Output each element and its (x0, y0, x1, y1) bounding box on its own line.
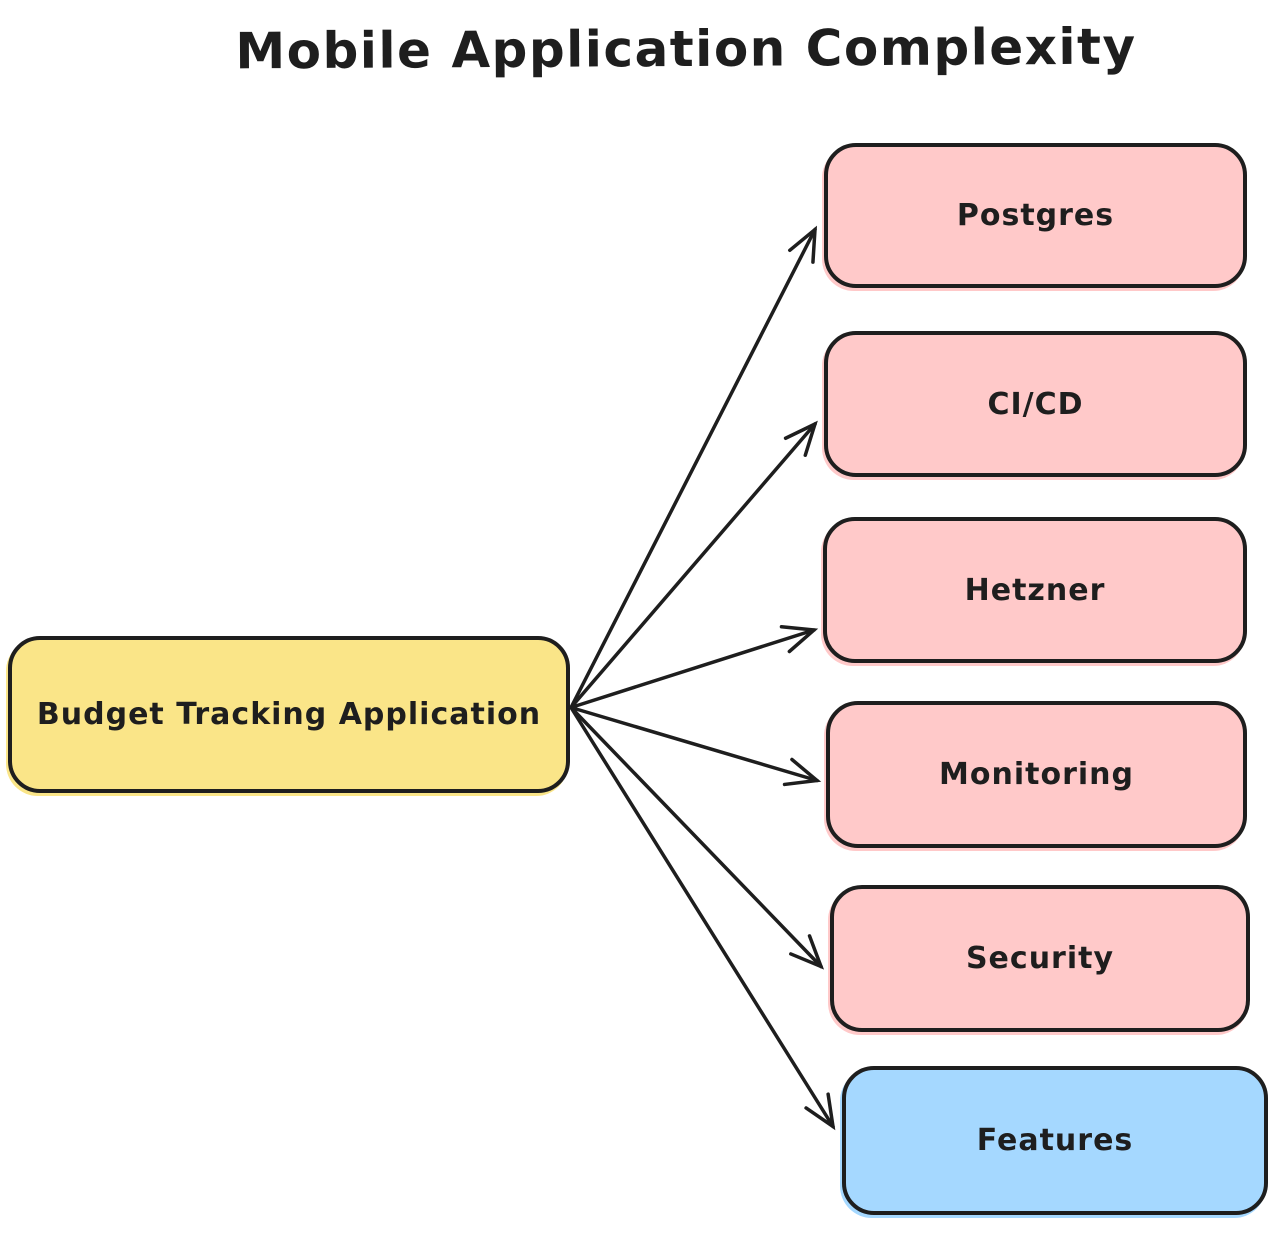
node-monitoring: Monitoring (826, 701, 1247, 848)
edge-budget-app-to-postgres (569, 225, 818, 710)
node-cicd-label: CI/CD (987, 386, 1084, 422)
node-monitoring-label: Monitoring (939, 757, 1134, 792)
edge-budget-app-to-hetzner (569, 624, 819, 710)
edge-budget-app-to-cicd (569, 420, 818, 710)
node-hetzner-label: Hetzner (964, 572, 1106, 608)
node-features: Features (842, 1066, 1268, 1215)
node-hetzner: Hetzner (823, 517, 1247, 663)
diagram-title: Mobile Application Complexity (235, 17, 1137, 81)
edge-budget-app-to-features (569, 705, 836, 1131)
node-budget-tracking-application: Budget Tracking Application (8, 636, 570, 793)
node-postgres-label: Postgres (956, 198, 1115, 233)
edge-budget-app-to-monitoring (569, 705, 822, 787)
node-security-label: Security (965, 941, 1115, 976)
node-cicd: CI/CD (824, 331, 1247, 477)
edge-budget-app-to-security (569, 705, 825, 970)
node-budget-tracking-application-label: Budget Tracking Application (36, 697, 542, 732)
node-security: Security (830, 885, 1250, 1032)
node-features-label: Features (976, 1123, 1134, 1158)
node-postgres: Postgres (824, 143, 1247, 288)
